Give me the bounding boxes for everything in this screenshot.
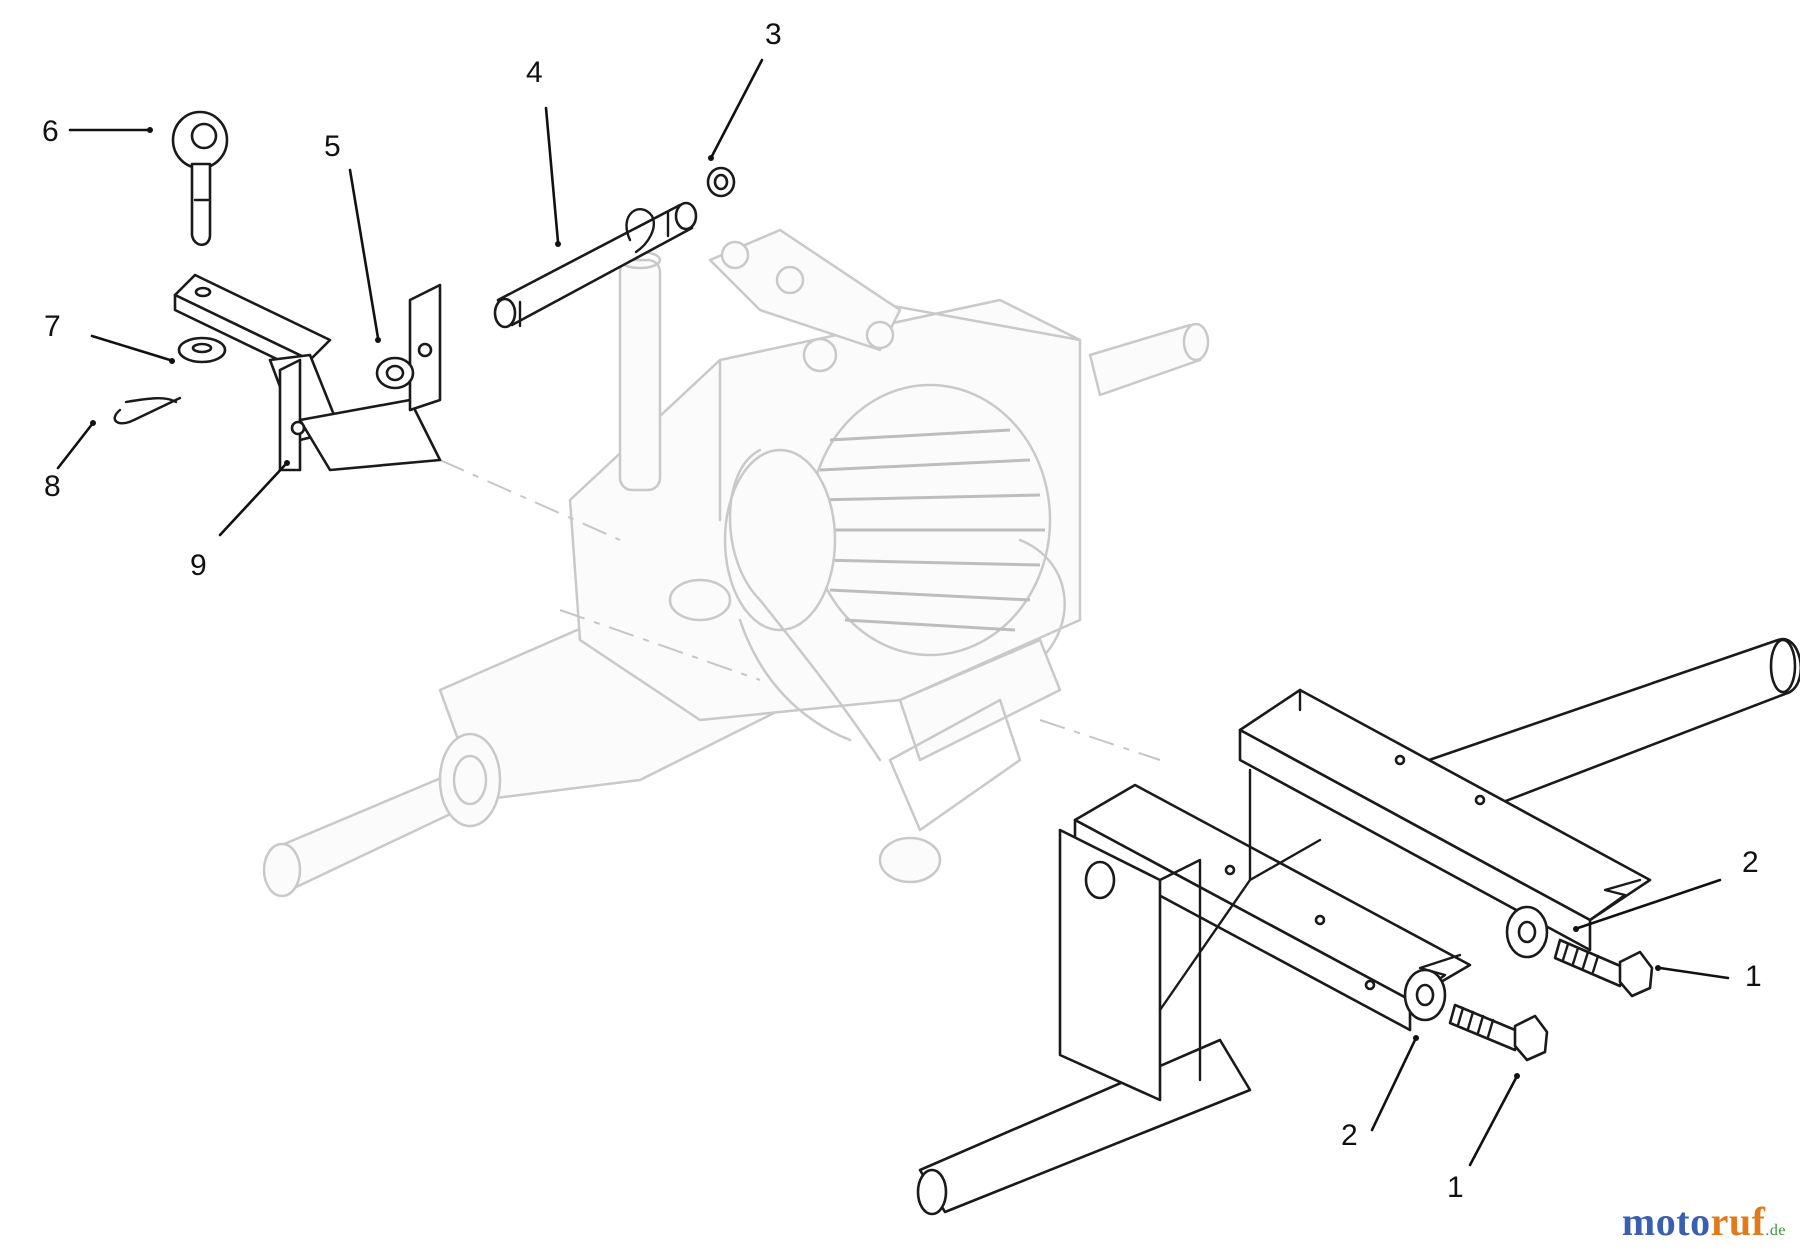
hairpin-clip: [113, 396, 182, 425]
leader-lines: [56, 58, 1730, 1167]
watermark-part-2: ruf: [1710, 1199, 1766, 1244]
watermark-logo: motoruf.de: [1622, 1198, 1786, 1245]
transaxle-assembly-ghost: [262, 228, 1210, 898]
callout-2-upper: 2: [1742, 846, 1759, 879]
callout-2-lower: 2: [1341, 1119, 1358, 1152]
callout-4: 4: [526, 56, 543, 89]
callout-3: 3: [765, 18, 782, 51]
callout-9: 9: [190, 549, 207, 582]
callout-5: 5: [324, 130, 341, 163]
callout-6: 6: [42, 115, 59, 148]
brake-bracket: [173, 273, 442, 472]
bolt-lower: [1448, 1003, 1549, 1062]
callout-1-upper: 1: [1745, 960, 1762, 993]
watermark-part-3: .de: [1765, 1222, 1786, 1239]
hitch-pin: [171, 110, 229, 247]
brake-rod: [493, 201, 698, 329]
watermark-part-1: moto: [1621, 1199, 1711, 1244]
callout-7: 7: [44, 310, 61, 343]
frame-assembly: [916, 637, 1800, 1216]
flat-washer: [177, 336, 227, 364]
bushing: [375, 356, 415, 390]
callout-numbers: 6 5 4 3 7 8 9 2 1 2 1: [42, 18, 1762, 1204]
retaining-ring: [706, 166, 736, 198]
callout-8: 8: [44, 470, 61, 503]
bolt-upper: [1553, 938, 1654, 998]
spacer-upper: [1505, 905, 1549, 959]
callout-1-lower: 1: [1447, 1171, 1464, 1204]
spacer-lower: [1403, 968, 1447, 1022]
